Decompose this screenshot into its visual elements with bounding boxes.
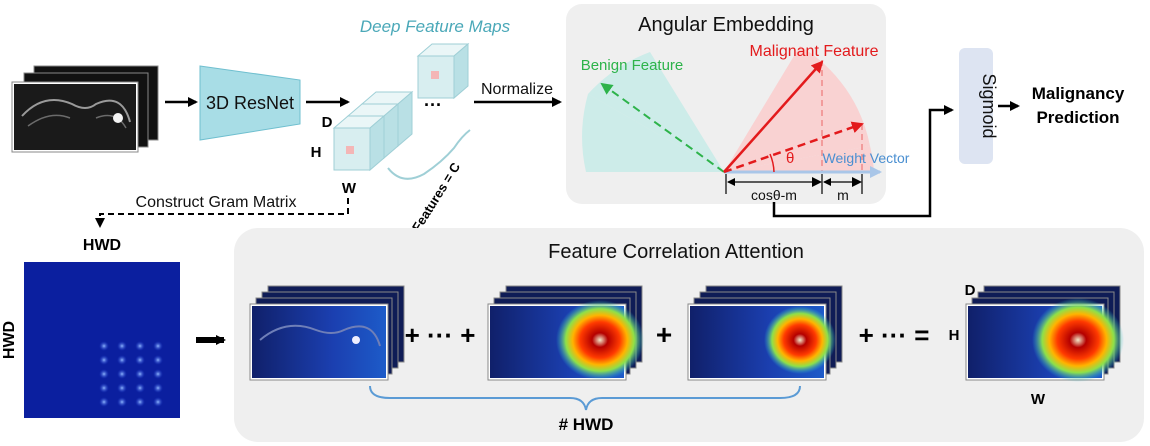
gram-matrix-dot [117,383,127,393]
gram-matrix-dot [153,369,163,379]
angular-embedding-title: Angular Embedding [638,14,814,36]
margin-m-label: m [837,187,849,203]
normalize-label: Normalize [481,81,553,98]
theta-label: θ [786,150,794,167]
dim-w-label: W [342,180,357,197]
plus-sign: + [656,319,672,350]
gram-matrix-dot [99,341,109,351]
malignant-feature-label: Malignant Feature [750,43,879,60]
gram-matrix-dot [135,369,145,379]
heatmap-stack-icon [487,285,644,381]
resnet-label: 3D ResNet [206,93,294,113]
benign-feature-label: Benign Feature [581,57,684,74]
heatmap-stack-icon [249,285,405,381]
sigmoid-label: Sigmoid [979,73,999,138]
hwd-side-label: HWD [1,321,18,359]
gram-matrix-dot [153,355,163,365]
malignancy-prediction-line1: Malignancy [1032,84,1125,103]
heatmap-stack-icon [687,285,843,381]
dim-d-label: D [322,114,333,131]
gram-matrix-icon [24,262,180,418]
heatmap-stack-icon [965,285,1124,382]
dim-h-label: H [311,144,322,161]
gram-matrix-dot [135,383,145,393]
gram-matrix-dot [117,355,127,365]
feature-correlation-title: Feature Correlation Attention [548,241,804,263]
gram-matrix-dot [99,355,109,365]
cube-ellipsis: ··· [424,95,442,115]
construct-gram-label: Construct Gram Matrix [136,194,297,211]
features-brace [387,129,471,180]
deep-feature-maps-title: Deep Feature Maps [360,17,511,36]
gram-matrix-dot [153,383,163,393]
gram-matrix-dot [99,369,109,379]
gram-matrix-dot [117,341,127,351]
plus-ellipsis-equals: + ··· = [859,320,930,350]
out-h-label: H [949,327,960,344]
malignant-vector [723,60,824,173]
sigmoid-block [959,48,993,164]
malignancy-prediction-line2: Prediction [1036,108,1119,127]
malignant-margin-vector [723,121,864,174]
num-hwd-label: # HWD [559,415,614,434]
gram-matrix-dot [135,397,145,407]
hwd-brace [369,385,801,411]
plus-ellipsis-plus-1: + ··· + [405,320,476,350]
gram-matrix-dot [153,341,163,351]
input-mri-stack [11,65,159,153]
cos-theta-m-label: cosθ-m [751,187,797,203]
out-d-label: D [965,282,976,299]
gram-matrix-dot [117,369,127,379]
gram-matrix-dot [153,397,163,407]
resnet-block [199,65,301,141]
gram-matrix-dot [99,383,109,393]
gram-matrix-dot [135,341,145,351]
feature-cube-icon [332,42,470,172]
gram-matrix-dot [99,397,109,407]
hwd-top-label: HWD [83,237,121,254]
gram-matrix-dot [135,355,145,365]
weight-vector-label: Weight Vector [823,150,910,166]
out-w-label: W [1031,391,1046,408]
gram-matrix-dot [117,397,127,407]
